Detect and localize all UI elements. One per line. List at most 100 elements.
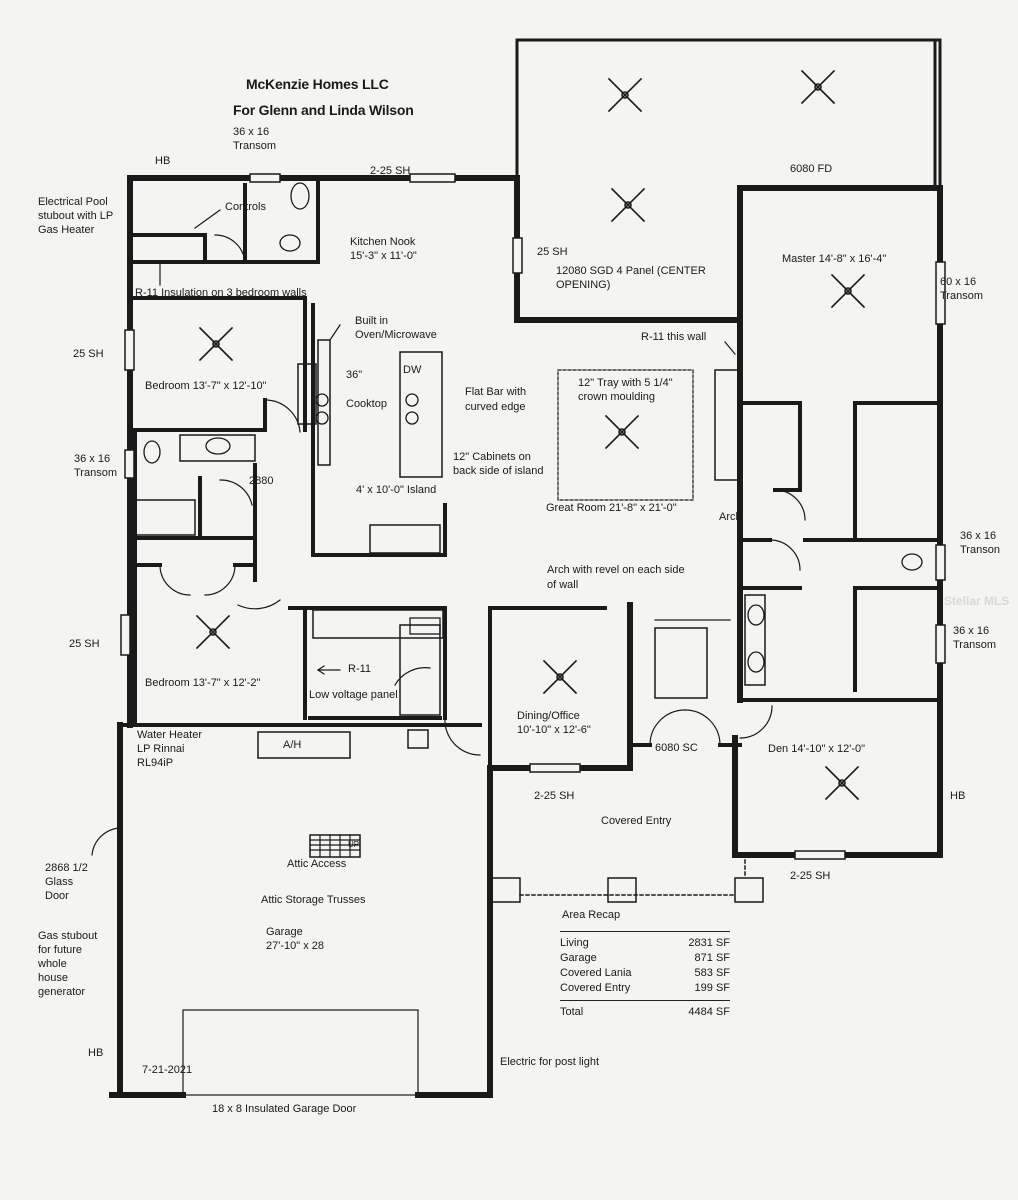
built-in-1: Built in — [355, 315, 389, 327]
transom-right2-size: 36 x 16 — [953, 625, 990, 637]
r11-bedrooms: R-11 Insulation on 3 bedroom walls — [135, 287, 307, 299]
sc-label: 6080 SC — [655, 742, 698, 754]
ah-label: A/H — [283, 739, 302, 751]
gas-stubout-2: for future — [38, 944, 83, 956]
transom-master-size: 60 x 16 — [940, 276, 977, 288]
hb-bottom: HB — [88, 1047, 104, 1059]
area-recap-rule — [560, 1000, 730, 1001]
recap-row-value: 199 SF — [694, 982, 730, 994]
sh-den: 2-25 SH — [790, 870, 831, 882]
hb-top: HB — [155, 155, 171, 167]
area-recap: Area Recap Living 2831 SF Garage 871 SF … — [560, 909, 730, 1020]
recap-row: Covered Lania 583 SF — [560, 966, 730, 981]
stairs-up: UP — [348, 840, 360, 849]
kitchen-nook-label: Kitchen Nook — [350, 236, 416, 248]
gas-stubout-3: whole — [38, 958, 67, 970]
company-title: McKenzie Homes LLC — [246, 76, 389, 92]
built-in-2: Oven/Microwave — [355, 329, 437, 341]
dining-label: Dining/Office — [517, 710, 580, 722]
gas-stubout-5: generator — [38, 986, 86, 998]
recap-row-value: 871 SF — [694, 952, 730, 964]
r11-wall: R-11 this wall — [641, 331, 707, 343]
cooktop-label: Cooktop — [346, 398, 387, 410]
recap-row: Garage 871 SF — [560, 951, 730, 966]
garage-door-label: 18 x 8 Insulated Garage Door — [212, 1103, 357, 1115]
recap-row-label: Garage — [560, 952, 597, 964]
electrical-pool-1: Electrical Pool — [38, 196, 108, 208]
cooktop-size: 36" — [346, 369, 363, 381]
door-swings — [91, 234, 806, 856]
recap-row-label: Living — [560, 937, 589, 949]
covered-entry-label: Covered Entry — [601, 815, 672, 827]
tray-1: 12" Tray with 5 1/4" — [578, 377, 673, 389]
recap-row-label: Covered Lania — [560, 967, 632, 979]
gas-stubout-4: house — [38, 972, 68, 984]
area-recap-rule — [560, 931, 730, 932]
recap-total-label: Total — [560, 1006, 584, 1018]
windows — [120, 173, 946, 860]
recap-row-label: Covered Entry — [560, 982, 631, 994]
water-heater-3: RL94iP — [137, 757, 174, 769]
entry-posts — [491, 859, 764, 903]
electrical-pool-3: Gas Heater — [38, 224, 95, 236]
recap-row: Covered Entry 199 SF — [560, 981, 730, 996]
lanai-outline — [515, 38, 942, 190]
great-room-label: Great Room 21'-8" x 21'-0" — [546, 502, 677, 514]
recap-total-value: 4484 SF — [688, 1006, 730, 1018]
low-voltage-panel: Low voltage panel — [309, 689, 398, 701]
dw-label: DW — [403, 364, 422, 376]
transom-left-label: Transom — [74, 467, 117, 479]
fixtures — [143, 182, 923, 673]
door-2880: 2880 — [249, 475, 274, 487]
r11-small: R-11 — [348, 663, 372, 675]
bedroom1-label: Bedroom 13'-7" x 12'-10" — [145, 380, 267, 392]
garage-label: Garage — [266, 926, 303, 938]
glass-door-1: 2868 1/2 — [45, 862, 88, 874]
cabinets-2: back side of island — [453, 465, 544, 477]
arch-label: Arch — [719, 511, 742, 523]
master-label: Master 14'-8" x 16'-4" — [782, 253, 887, 265]
attic-stairs — [309, 834, 361, 858]
sh-dining: 2-25 SH — [534, 790, 575, 802]
sh-lanai: 25 SH — [537, 246, 568, 258]
sgd-label-1: 12080 SGD 4 Panel (CENTER — [556, 265, 706, 277]
transom-top-label: Transom — [233, 140, 276, 152]
casework — [134, 339, 766, 858]
gas-stubout-1: Gas stubout — [38, 930, 98, 942]
fd-label: 6080 FD — [790, 163, 833, 175]
tray-ceiling-outline — [557, 369, 694, 501]
hb-right: HB — [950, 790, 966, 802]
sgd-label-2: OPENING) — [556, 279, 611, 291]
transom-right1-label: Transon — [960, 544, 1000, 556]
water-heater-2: LP Rinnai — [137, 743, 185, 755]
flat-bar-1: Flat Bar with — [465, 386, 527, 398]
cabinets-1: 12" Cabinets on — [453, 451, 531, 463]
dining-size: 10'-10" x 12'-6" — [517, 724, 591, 736]
recap-row-value: 583 SF — [694, 967, 730, 979]
recap-row: Living 2831 SF — [560, 936, 730, 951]
garage-size: 27'-10" x 28 — [266, 940, 324, 952]
arch-revel-1: Arch with revel on each side — [547, 564, 685, 576]
ceiling-fans — [195, 69, 866, 801]
bedroom2-label: Bedroom 13'-7" x 12'-2" — [145, 677, 261, 689]
garage-door-outline — [182, 1009, 419, 1096]
sh-bed2: 25 SH — [69, 638, 100, 650]
tray-2: crown moulding — [578, 391, 656, 403]
recap-row-value: 2831 SF — [688, 937, 730, 949]
client-title: For Glenn and Linda Wilson — [233, 102, 414, 118]
electrical-pool-2: stubout with LP — [38, 210, 114, 222]
kitchen-nook-size: 15'-3" x 11'-0" — [350, 250, 417, 262]
interior-walls — [123, 176, 942, 770]
sh-bed1: 25 SH — [73, 348, 104, 360]
leader-arrows — [159, 209, 736, 675]
transom-master-label: Transom — [940, 290, 983, 302]
island-label: 4' x 10'-0" Island — [356, 484, 437, 496]
electric-post-light: Electric for post light — [500, 1056, 600, 1068]
plan-date: 7-21-2021 — [142, 1064, 193, 1076]
exterior-walls — [109, 175, 943, 1098]
watermark: Stellar MLS — [944, 594, 1010, 608]
sh-top: 2-25 SH — [370, 165, 411, 177]
water-heater-1: Water Heater — [137, 729, 203, 741]
glass-door-2: Glass — [45, 876, 74, 888]
